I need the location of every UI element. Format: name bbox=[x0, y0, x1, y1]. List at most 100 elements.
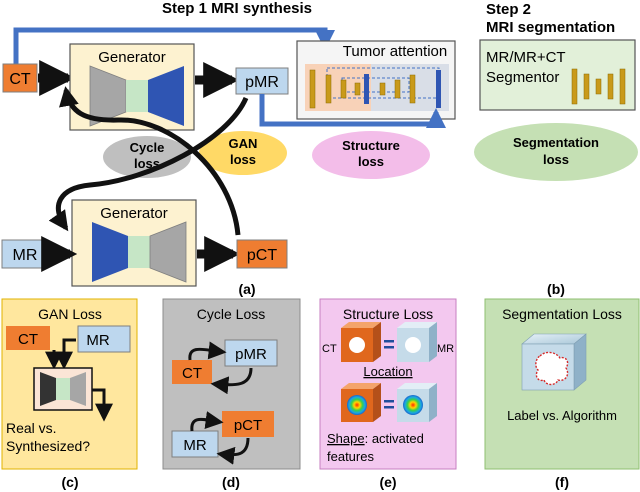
gan-loss-ellipse bbox=[199, 131, 287, 175]
bottleneck-bottom bbox=[128, 236, 150, 268]
panel-d-mr-box bbox=[171, 430, 219, 458]
panel-f-segmentation-cube bbox=[521, 333, 587, 391]
attn-bar-2 bbox=[325, 74, 332, 104]
panel-e-shape-rest: : activated bbox=[365, 431, 424, 446]
panel-c-disc-left bbox=[40, 372, 56, 406]
attention-feature-bars bbox=[309, 69, 416, 109]
seg-bar-2 bbox=[583, 73, 590, 100]
panel-d-mr-to-pct-arrow bbox=[190, 411, 224, 432]
mr-heat-activation bbox=[403, 395, 423, 415]
pct-box bbox=[236, 239, 288, 269]
panel-e-ct-label: CT bbox=[322, 343, 337, 355]
segmentation-loss-label-2: loss bbox=[543, 152, 569, 167]
mr-heat-side bbox=[429, 383, 437, 422]
seg-bar-5 bbox=[619, 68, 626, 105]
panel-c-title: GAN Loss bbox=[38, 306, 102, 322]
mr-heat-top bbox=[397, 383, 437, 389]
panel-f-title: Segmentation Loss bbox=[502, 306, 622, 322]
generator-bottom-label: Generator bbox=[100, 205, 168, 222]
structure-loss-ellipse bbox=[312, 131, 430, 179]
segmentor-label-1: MR/MR+CT bbox=[486, 49, 566, 66]
attn-bar-blue-2 bbox=[436, 70, 441, 108]
panel-c-ct-label: CT bbox=[18, 331, 38, 348]
step2-title-2: MRI segmentation bbox=[486, 19, 615, 36]
seg-bar-3 bbox=[595, 78, 602, 95]
attn-bar-7 bbox=[409, 74, 416, 104]
seg-bar-1 bbox=[571, 68, 578, 105]
ct-input-box bbox=[2, 63, 38, 93]
panel-e-ct-cube bbox=[341, 322, 381, 362]
panel-e-title: Structure Loss bbox=[343, 306, 433, 322]
pmr-to-attention-blue-arrow bbox=[259, 94, 446, 128]
seg-cube-side bbox=[573, 333, 587, 391]
tumor-shape-icon bbox=[535, 351, 569, 386]
ct-cube-location-circle bbox=[349, 337, 365, 353]
panel-d-mr-label: MR bbox=[183, 437, 206, 454]
ct-cube-side bbox=[373, 322, 381, 362]
panel-e-equals-top-2 bbox=[384, 346, 394, 349]
panel-c-mr-arrow bbox=[55, 338, 76, 370]
panel-e-equals-bottom-1 bbox=[384, 400, 394, 403]
panel-d-pmr-to-ct-arrow bbox=[210, 367, 253, 395]
caption-b: (b) bbox=[547, 281, 565, 297]
segmentor-label-2: Segmentor bbox=[486, 69, 559, 86]
attn-bar-blue-1 bbox=[364, 74, 369, 104]
panel-c-disc-middle bbox=[56, 378, 70, 400]
ct-to-attention-blue-arrow bbox=[13, 27, 335, 64]
caption-a: (a) bbox=[238, 281, 255, 297]
pct-label: pCT bbox=[247, 247, 277, 264]
decoder-trapezoid-bottom bbox=[149, 221, 187, 283]
mr-cube-top bbox=[397, 322, 437, 328]
panel-c-mr-box bbox=[77, 325, 131, 353]
caption-f: (f) bbox=[555, 474, 569, 490]
panel-e-equals-top-1 bbox=[384, 340, 394, 343]
mr-cube-location-circle bbox=[405, 337, 421, 353]
attn-bar-4 bbox=[354, 82, 361, 96]
panel-e-mr-cube bbox=[397, 322, 437, 362]
segmentation-loss-ellipse bbox=[474, 123, 638, 181]
pmr-label: pMR bbox=[245, 74, 279, 91]
cycle-arrow-pmr-to-generator-bottom bbox=[48, 96, 249, 232]
panel-c-text-2: Synthesized? bbox=[6, 438, 90, 454]
attn-bar-3 bbox=[340, 79, 347, 99]
panel-d-ct-label: CT bbox=[182, 365, 202, 382]
panel-e-ct-heatmap-cube bbox=[341, 383, 381, 422]
panel-c-text-1: Real vs. bbox=[6, 420, 57, 436]
panel-c-ct-box bbox=[6, 326, 50, 350]
mr-input-label: MR bbox=[13, 247, 38, 264]
cycle-loss-label-1: Cycle bbox=[130, 140, 165, 155]
decoder-trapezoid-top bbox=[148, 66, 184, 126]
panel-c-output-arrow bbox=[92, 388, 113, 422]
ct-heat-top bbox=[341, 383, 381, 389]
step1-title: Step 1 MRI synthesis bbox=[162, 0, 312, 17]
panel-d-pct-box bbox=[222, 411, 274, 437]
tumor-attention-label: Tumor attention bbox=[343, 43, 448, 60]
bottleneck-top bbox=[126, 80, 148, 112]
gan-loss-label-2: loss bbox=[230, 152, 256, 167]
panel-d-ct-to-pmr-arrow bbox=[188, 341, 227, 361]
seg-bar-4 bbox=[607, 73, 614, 100]
caption-e: (e) bbox=[379, 474, 396, 490]
panel-e-mr-label: MR bbox=[437, 343, 454, 355]
panel-e-shape-line: Shape: activated bbox=[327, 431, 424, 446]
panel-c-mr-label: MR bbox=[86, 332, 109, 349]
ct-heat-activation bbox=[347, 395, 367, 415]
ct-input-label: CT bbox=[9, 71, 31, 88]
gan-loss-label-1: GAN bbox=[229, 136, 258, 151]
panel-e-equals-bottom-2 bbox=[384, 406, 394, 409]
caption-c: (c) bbox=[61, 474, 78, 490]
panel-c-disc-right bbox=[70, 372, 86, 406]
mr-input-box bbox=[1, 239, 49, 269]
ct-cube-top bbox=[341, 322, 381, 328]
cycle-arrow-pct-to-generator-top bbox=[59, 86, 241, 236]
attn-bar-1 bbox=[309, 69, 316, 109]
segmentation-loss-label-1: Segmentation bbox=[513, 135, 599, 150]
panel-d-ct-box bbox=[172, 360, 212, 384]
cycle-loss-ellipse bbox=[103, 136, 191, 178]
attn-bar-6 bbox=[394, 79, 401, 99]
step2-title-1: Step 2 bbox=[486, 1, 531, 18]
generator-top-label: Generator bbox=[98, 49, 166, 66]
encoder-trapezoid-bottom bbox=[92, 222, 128, 282]
panel-d-pct-label: pCT bbox=[234, 417, 262, 434]
